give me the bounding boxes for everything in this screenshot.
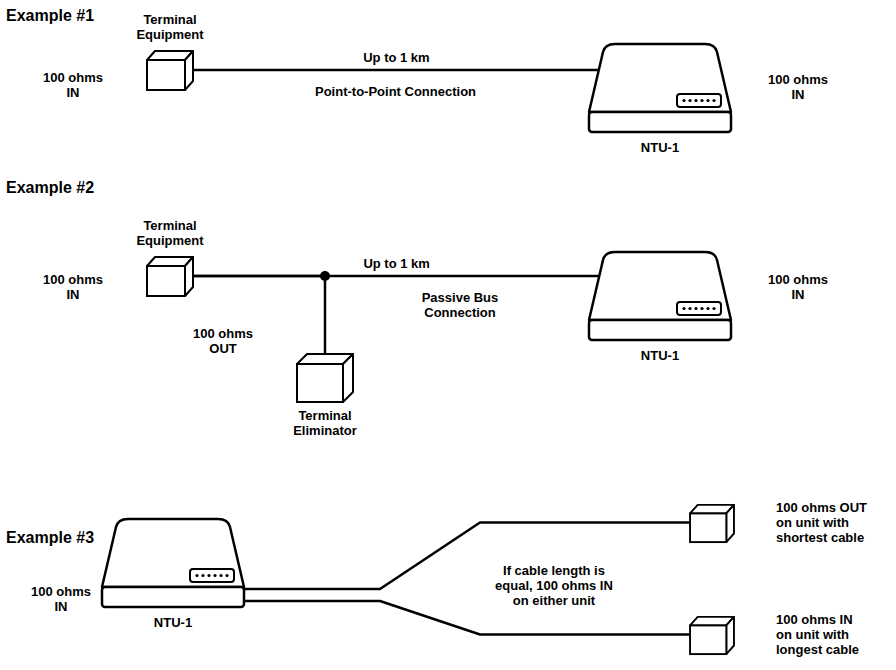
terminal-eliminator: Terminal Eliminator (285, 350, 365, 438)
ntu-unit-outline (98, 515, 248, 611)
connection-type: Passive Bus Connection (410, 290, 510, 320)
terminal-unit: 100 ohms IN on unit with longest cable (688, 612, 870, 657)
impedance-setting: 100 ohms IN (765, 272, 831, 302)
cable-line (194, 69, 599, 72)
terminal-equipment-outline (145, 48, 195, 92)
note-text: If cable length is equal, 100 ohms IN on… (492, 563, 616, 608)
impedance-setting: 100 ohms IN (765, 72, 831, 102)
terminal-unit-shape (688, 614, 736, 656)
ntu-unit-outline (585, 40, 735, 136)
terminal-unit: 100 ohms OUT on unit with shortest cable (688, 500, 870, 545)
node-label: NTU-1 (98, 615, 248, 630)
example-title: Example #1 (6, 6, 94, 25)
node-label: Terminal Eliminator (285, 408, 365, 438)
ntu-unit: NTU-1 (585, 248, 735, 363)
terminal-equipment-shape (145, 254, 195, 298)
cable-line (244, 601, 689, 635)
ntu-unit-shape (98, 515, 248, 611)
terminal-eliminator-outline (295, 350, 355, 404)
terminal-equipment-shape (145, 48, 195, 92)
ntu-unit: NTU-1 (585, 40, 735, 155)
node-label: NTU-1 (585, 140, 735, 155)
node-label: NTU-1 (585, 348, 735, 363)
impedance-setting: 100 ohms IN (40, 272, 106, 302)
ntu-unit-shape (585, 40, 735, 136)
ntu-unit-shape (585, 248, 735, 344)
node-label: Terminal Equipment (125, 12, 215, 42)
terminal-unit-outline (688, 502, 736, 544)
impedance-setting: 100 ohms IN (40, 70, 106, 100)
cable-line (244, 523, 689, 590)
terminal-eliminator-shape (295, 350, 355, 404)
edge-label: Up to 1 km (361, 50, 431, 65)
terminal-unit-shape (688, 502, 736, 544)
ntu-unit: NTU-1 (98, 515, 248, 630)
node-label: 100 ohms OUT on unit with shortest cable (776, 500, 870, 545)
junction-dot (320, 271, 330, 281)
terminal-equipment-outline (145, 254, 195, 298)
terminal-unit-outline (688, 614, 736, 656)
example-title: Example #2 (6, 178, 94, 197)
connection-type: Point-to-Point Connection (315, 84, 476, 99)
ntu-unit-outline (585, 248, 735, 344)
impedance-setting: 100 ohms IN (28, 584, 94, 614)
impedance-setting: 100 ohms OUT (190, 326, 256, 356)
terminal-equipment: Terminal Equipment (125, 218, 215, 298)
terminal-equipment: Terminal Equipment (125, 12, 215, 92)
node-label: Terminal Equipment (125, 218, 215, 248)
edge-label: Up to 1 km (361, 256, 431, 271)
example-title: Example #3 (6, 528, 94, 547)
node-label: 100 ohms IN on unit with longest cable (776, 612, 870, 657)
